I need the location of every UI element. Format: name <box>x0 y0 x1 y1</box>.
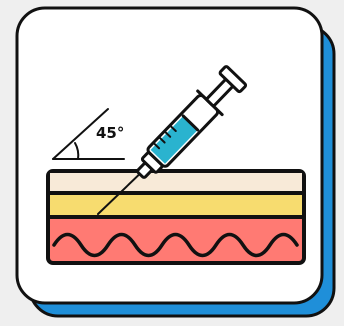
skin-layers <box>48 171 304 263</box>
angle-label: 45° <box>96 124 124 142</box>
skin-top-layer <box>50 173 302 191</box>
skin-middle-layer <box>50 195 302 215</box>
